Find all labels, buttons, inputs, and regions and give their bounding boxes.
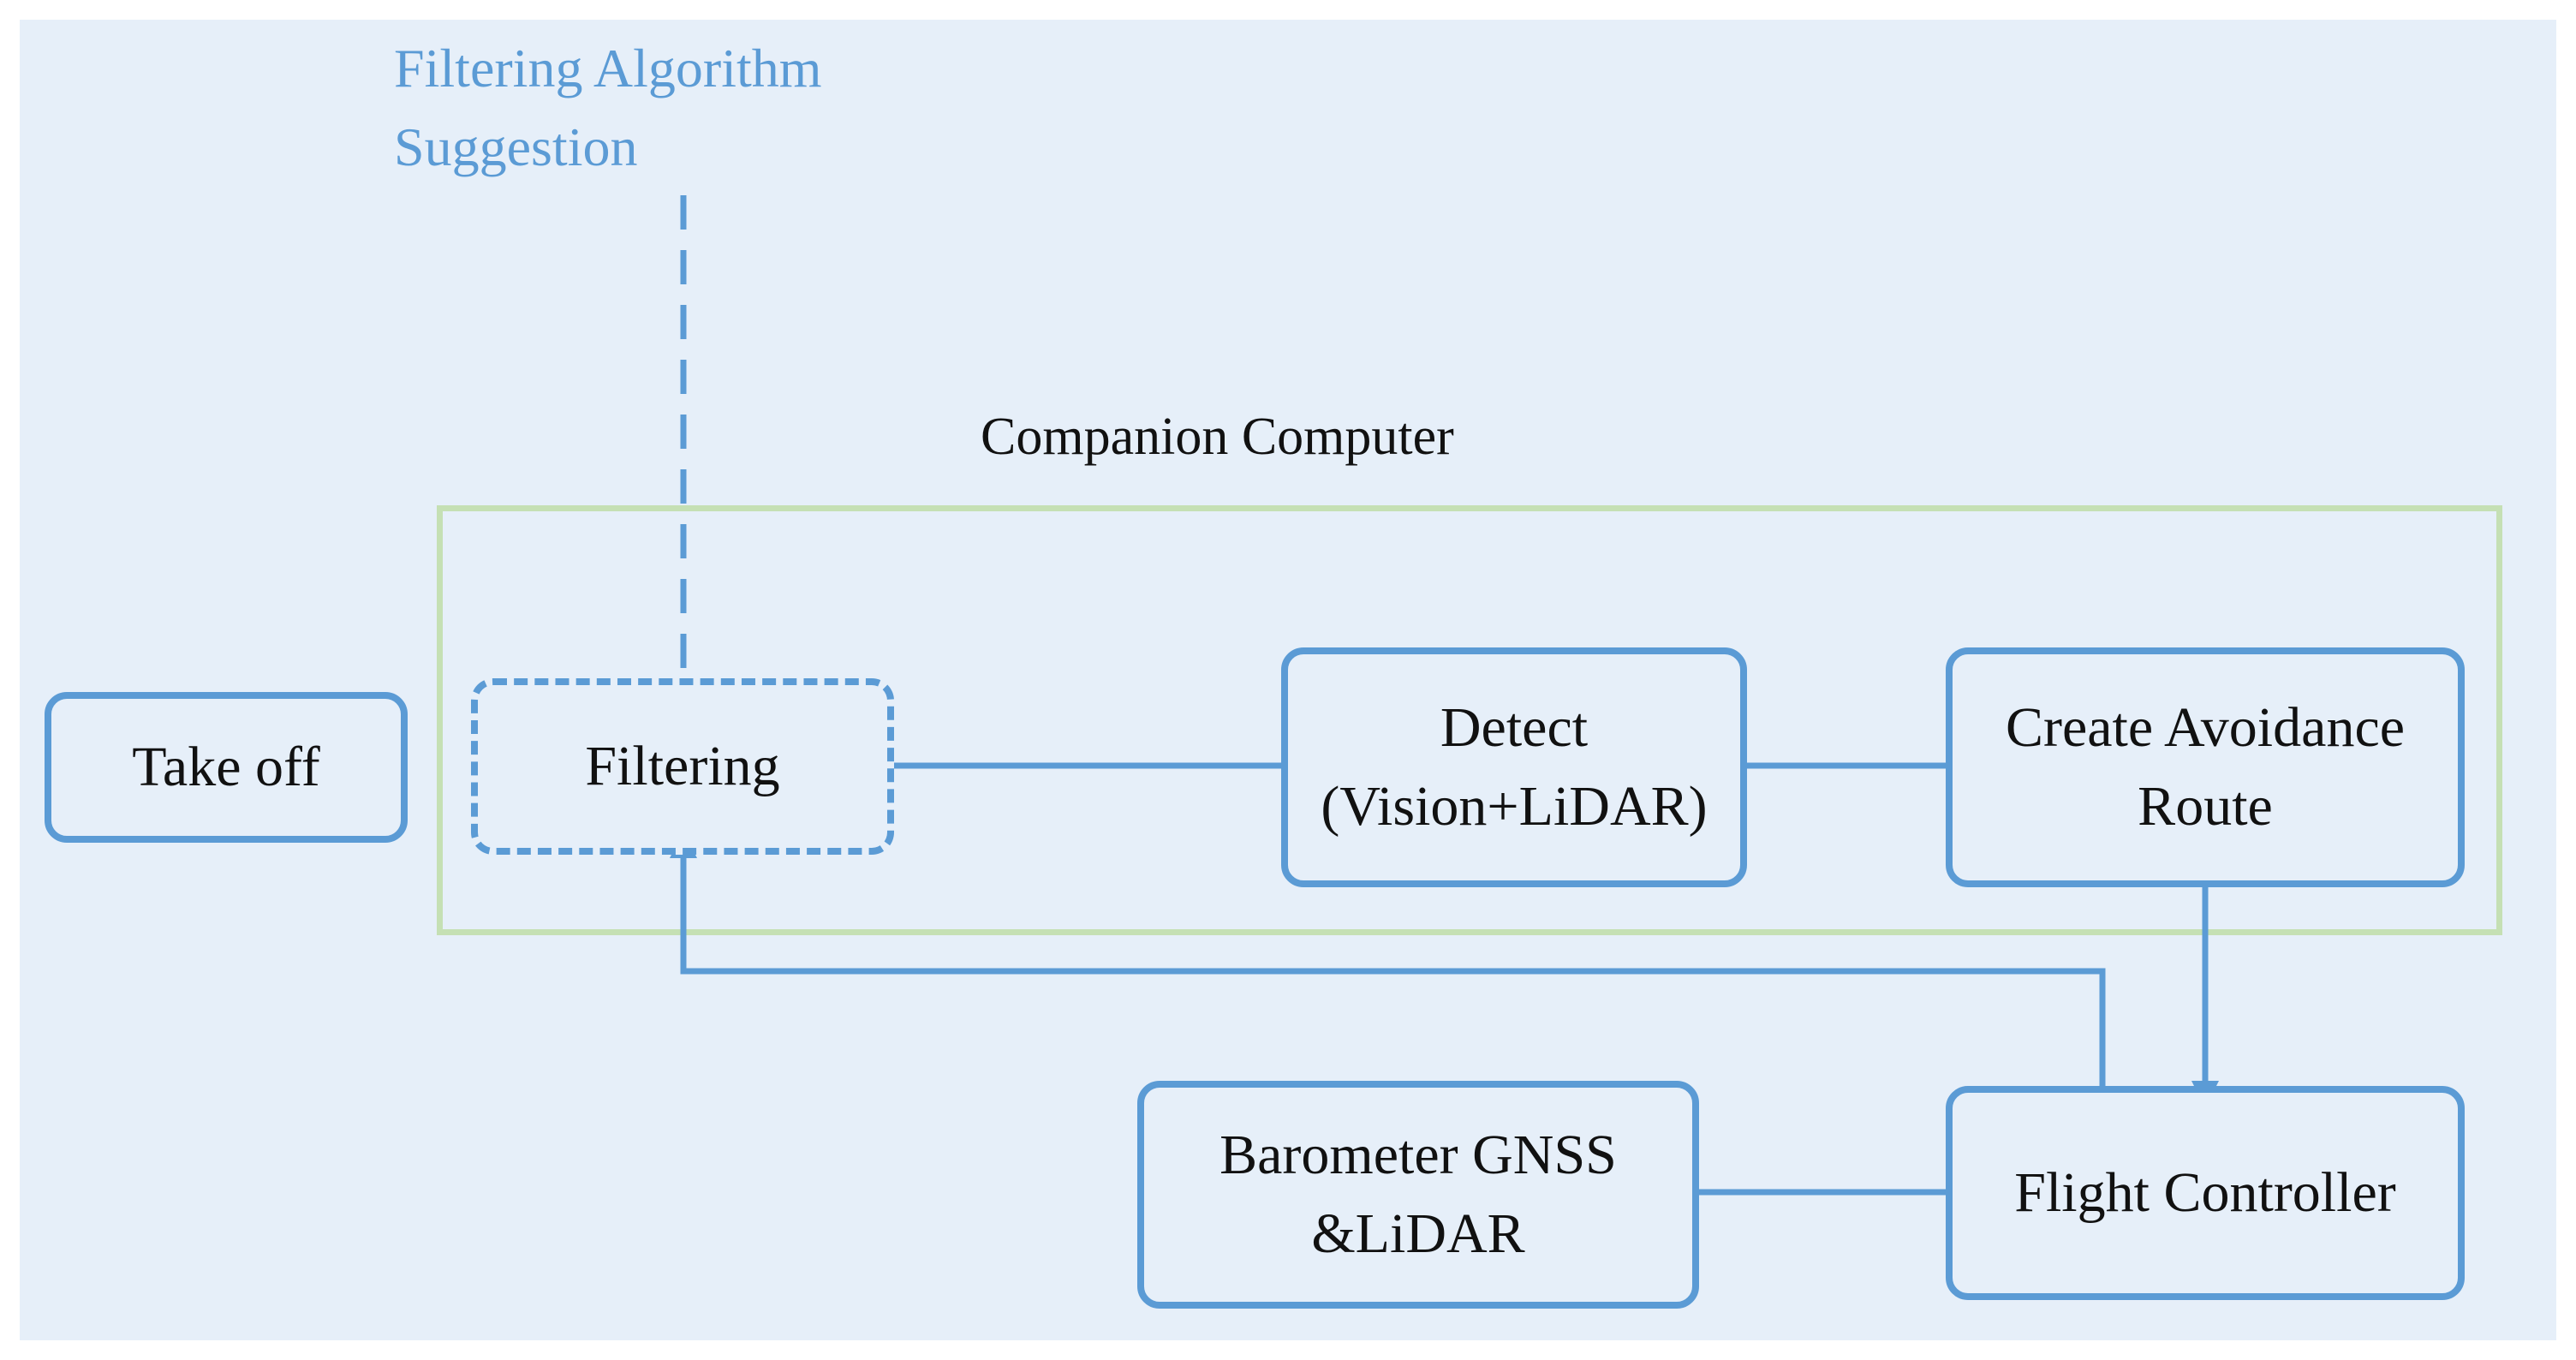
create-avoidance-route-node: Create Avoidance Route [1946, 647, 2465, 887]
filtering-node: Filtering [471, 678, 894, 855]
arrow-controller-to-filtering [680, 856, 2106, 1086]
companion-computer-group [437, 505, 2502, 935]
create-avoidance-route-label: Create Avoidance Route [2005, 696, 2406, 838]
companion-computer-label: Companion Computer [981, 408, 1454, 466]
filtering-label: Filtering [585, 735, 780, 797]
sensors-label: Barometer GNSS &LiDAR [1219, 1124, 1617, 1265]
detect-node: Detect (Vision+LiDAR) [1281, 647, 1747, 887]
filtering-algorithm-suggestion-label: Filtering Algorithm Suggestion [394, 38, 822, 177]
detect-label: Detect (Vision+LiDAR) [1321, 696, 1708, 838]
sensors-node: Barometer GNSS &LiDAR [1137, 1081, 1699, 1309]
flight-controller-label: Flight Controller [2014, 1161, 2396, 1224]
flight-controller-node: Flight Controller [1946, 1086, 2465, 1300]
takeoff-label: Take off [132, 736, 320, 798]
takeoff-node: Take off [45, 692, 408, 843]
